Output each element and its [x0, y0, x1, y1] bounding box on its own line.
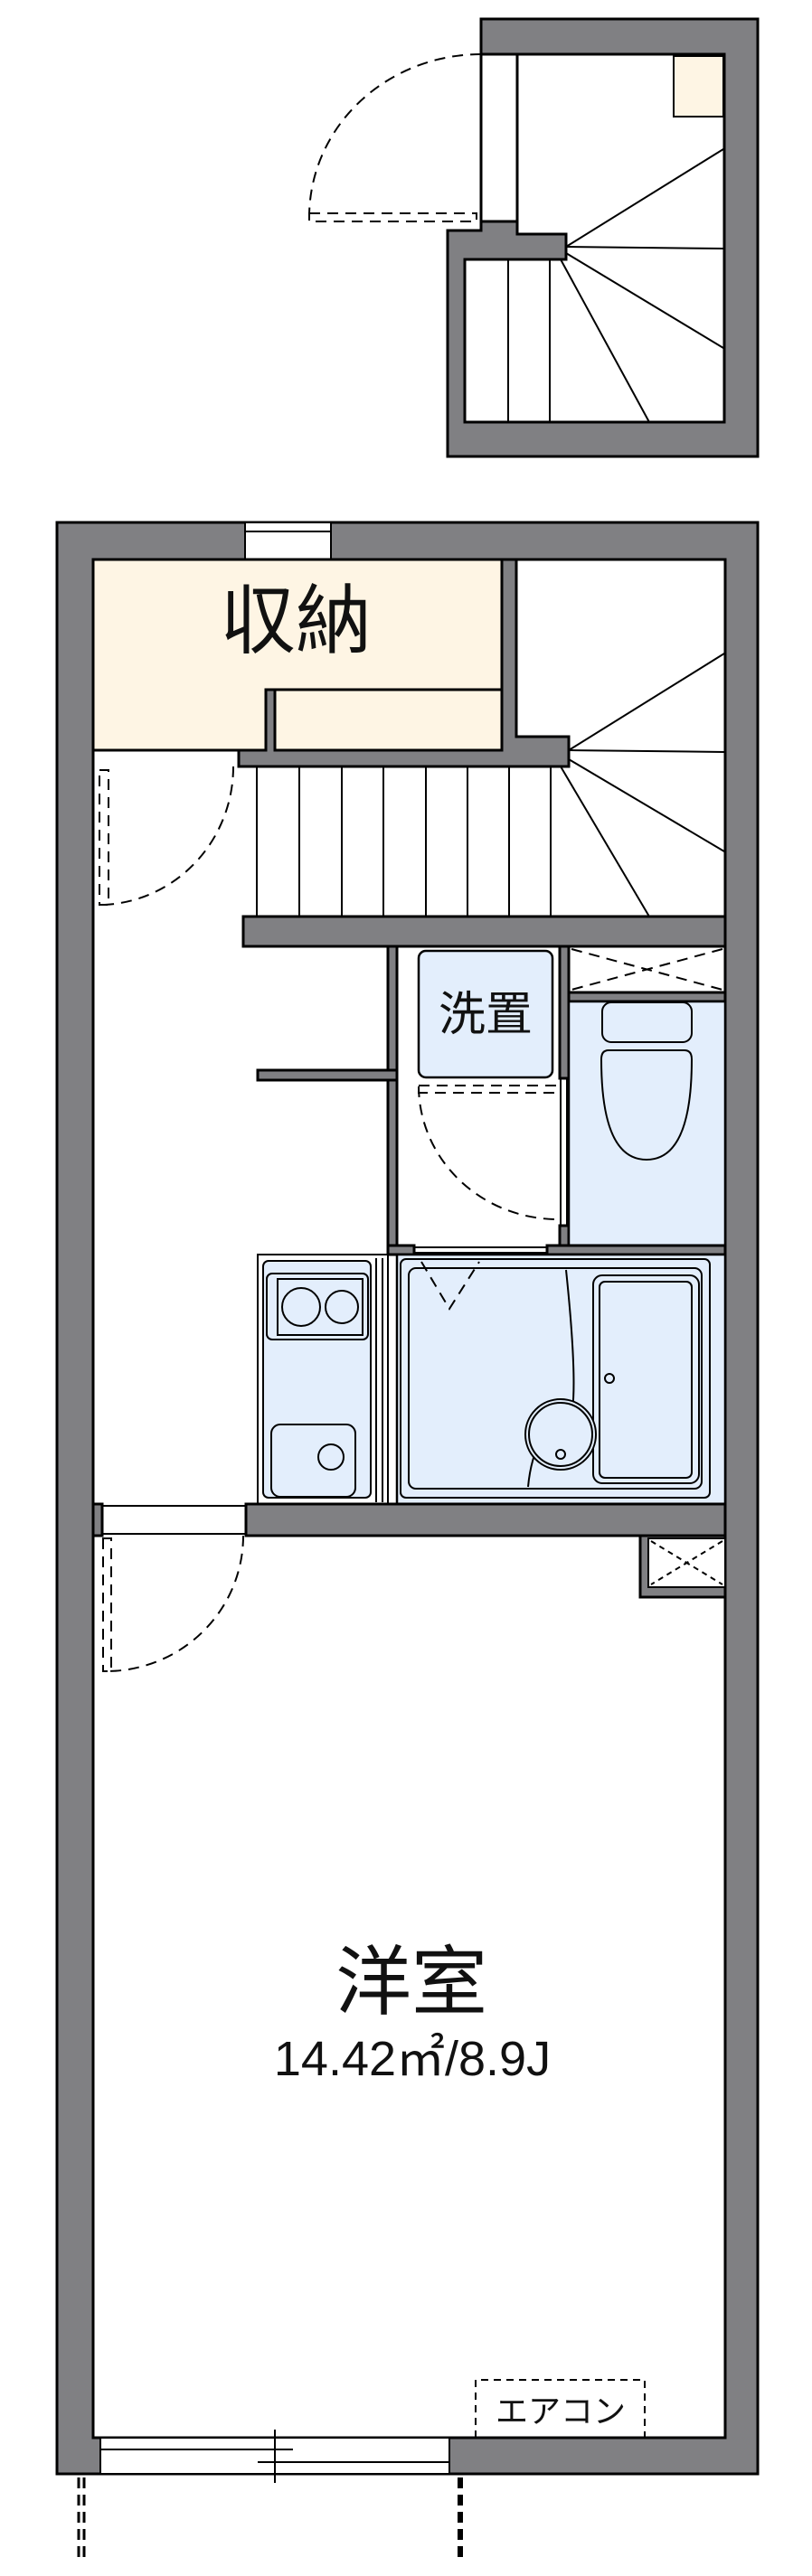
- bath-folding-door[interactable]: [420, 1261, 480, 1311]
- hall-partition-stub: [256, 1068, 399, 1082]
- wall-below-stairs: [241, 915, 727, 948]
- storage-label: 収納: [220, 577, 372, 665]
- room-door-jamb: [91, 1502, 104, 1537]
- vent-cross-icon: [571, 948, 723, 991]
- vent-lower-cross-icon: [650, 1540, 723, 1585]
- entrance-door-leaf[interactable]: [99, 769, 109, 906]
- wall-below-kitchen-bath: [244, 1502, 727, 1537]
- toilet-tank-icon: [601, 1001, 693, 1043]
- toilet-bowl-icon: [600, 1049, 694, 1161]
- upper-floor-block: [308, 17, 760, 458]
- laundry-toilet-wall-bottom: [558, 1224, 571, 1247]
- upper-stair-treads: [507, 148, 724, 423]
- upper-small-storage: [673, 55, 724, 118]
- laundry-label: 洗置: [439, 988, 533, 1042]
- upper-stair-area: [463, 52, 726, 424]
- room-door-swing: [107, 1535, 244, 1672]
- burner-right-icon: [325, 1290, 359, 1324]
- top-window[interactable]: [244, 522, 332, 560]
- western-room-label: 洋室: [335, 1938, 487, 2026]
- bathtub-inner: [599, 1281, 693, 1479]
- wash-basin-inner: [528, 1402, 593, 1467]
- bath-top-wall-right: [545, 1244, 727, 1256]
- upper-door-leaf: [308, 212, 477, 222]
- balcony-edge-marks: [77, 2477, 463, 2561]
- stair-wall: [237, 558, 571, 768]
- bath-top-wall-left: [386, 1244, 416, 1256]
- room-door-leaf[interactable]: [102, 1537, 112, 1672]
- aircon-label: エアコン: [496, 2393, 626, 2430]
- main-floor-block: 収納 洗置: [55, 521, 760, 2561]
- upper-door-opening: [479, 52, 519, 223]
- western-room-area: 14.42㎡/8.9J: [274, 2032, 551, 2086]
- washer-space: [417, 949, 554, 1079]
- aircon-outline: [475, 2379, 646, 2438]
- laundry-door-swing: [418, 1086, 559, 1220]
- bathtub-drain: [604, 1373, 615, 1384]
- burner-left-icon: [281, 1287, 321, 1327]
- vent-divider: [567, 991, 727, 1003]
- upper-door-swing: [308, 53, 482, 216]
- sink-drain-icon: [317, 1443, 345, 1471]
- storage-shelf: [273, 688, 504, 752]
- laundry-left-wall: [386, 945, 399, 1256]
- wash-basin-drain: [555, 1449, 566, 1460]
- kitchen-sink-icon: [270, 1424, 356, 1498]
- stair-treads: [256, 653, 725, 917]
